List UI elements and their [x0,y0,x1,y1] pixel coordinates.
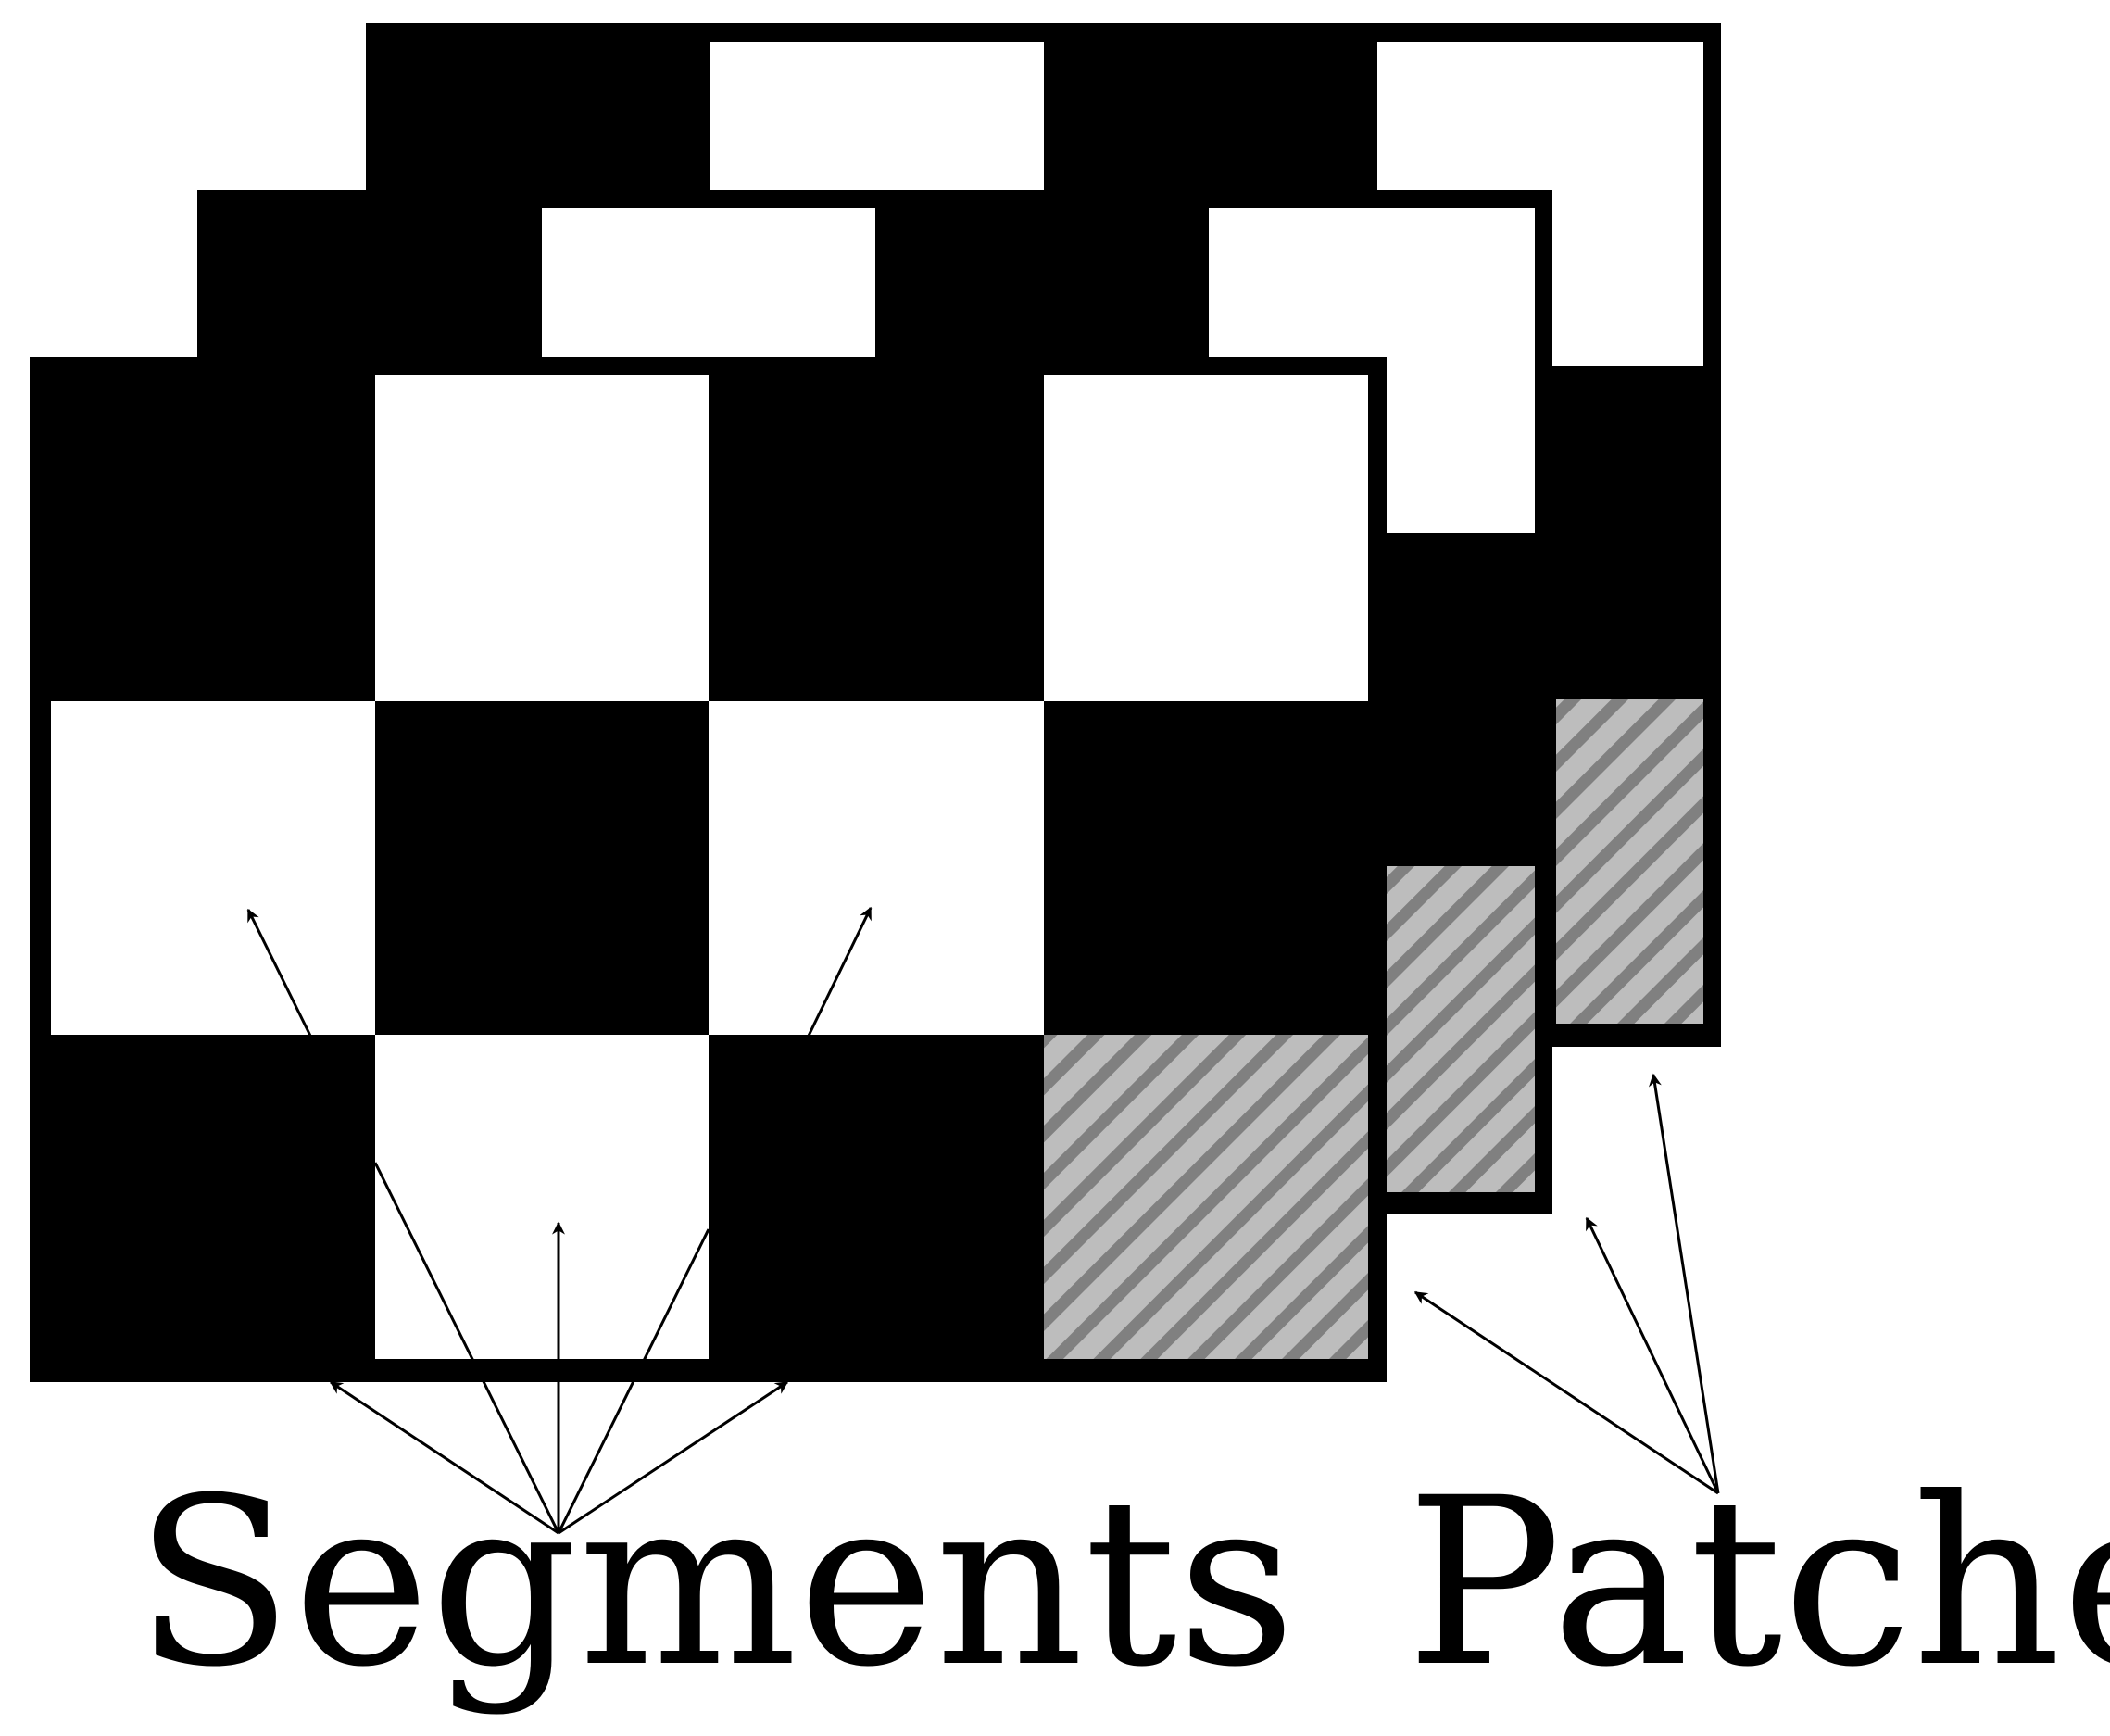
patches-arrow [1413,1290,1719,1495]
segments-arrow [246,908,312,1037]
segments-arrows [246,906,873,1535]
layer-front-white-cell [51,701,375,1035]
segments-arrow [558,1380,789,1535]
segments-label: Segments [134,1448,1296,1717]
segments-arrow [557,1228,710,1534]
segments-arrow [329,1380,559,1535]
layer-middle-white-cell [542,208,875,357]
segments-arrow [373,1162,560,1534]
layer-front-white-cell [375,375,709,701]
layer-front-patch [1044,1035,1368,1359]
layer-front-white-cell [375,1035,709,1359]
layer-middle-patch [1387,866,1535,1192]
patches-label: Patches [1406,1448,2110,1717]
layer-back-patch [1556,699,1703,1024]
layer-front-white-cell [709,701,1044,1035]
layer-back-white-cell [710,42,1044,190]
layer-front-white-cell [1044,375,1368,701]
patches-arrow [1585,1216,1720,1494]
patches-arrow [1649,1073,1720,1494]
segments-arrow [807,906,873,1037]
patches-arrows [1413,1073,1720,1495]
layer-front [30,357,1387,1382]
